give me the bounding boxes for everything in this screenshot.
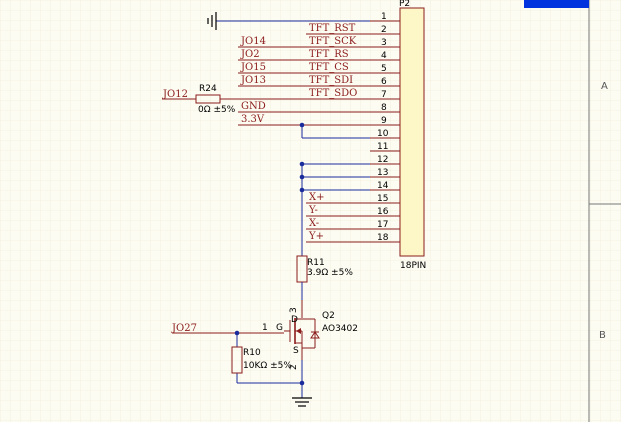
resistor-designator: R10 bbox=[243, 348, 261, 358]
pin-label-drain: D bbox=[291, 315, 298, 325]
net-label: TFT_RS bbox=[309, 49, 349, 60]
mosfet-arrow bbox=[296, 328, 301, 334]
net-label: JO12 bbox=[162, 89, 188, 100]
net-label: Y+ bbox=[308, 231, 324, 242]
connector-p2[interactable]: P2 18PIN bbox=[399, 0, 426, 271]
pin-numbers: 1 2 3 4 5 6 7 8 9 10 11 12 13 14 15 16 1… bbox=[377, 12, 389, 243]
pin-number: 18 bbox=[377, 233, 389, 243]
net-label: TFT_RST bbox=[309, 23, 356, 34]
net-label: TFT_CS bbox=[309, 62, 349, 73]
connector-type-label: 18PIN bbox=[400, 261, 426, 271]
pin-number: 17 bbox=[377, 220, 388, 230]
pin-number: 2 bbox=[381, 25, 387, 35]
resistor-body bbox=[231, 346, 243, 374]
net-label: X- bbox=[309, 218, 319, 229]
pin-number: 14 bbox=[377, 181, 389, 191]
pin-number: 1 bbox=[381, 12, 387, 22]
resistor-value: 0Ω ±5% bbox=[198, 105, 236, 115]
sheet-border: A B bbox=[524, 0, 621, 422]
signal-wires bbox=[238, 33, 370, 243]
supply-bus bbox=[299, 122, 370, 256]
mosfet-q2[interactable]: D S G 1 3 2 Q2 AO3402 bbox=[262, 300, 358, 370]
net-label: JO15 bbox=[240, 62, 266, 73]
net-label: JO14 bbox=[240, 36, 266, 47]
net-label: JO27 bbox=[171, 323, 197, 334]
mosfet-part-number: AO3402 bbox=[322, 324, 358, 334]
pin-number: 2 bbox=[289, 364, 299, 370]
connector-body bbox=[399, 7, 425, 257]
pin-number: 1 bbox=[262, 323, 268, 333]
junction-dot bbox=[299, 174, 305, 180]
zone-label-b: B bbox=[599, 330, 606, 341]
pin-number: 15 bbox=[377, 194, 388, 204]
resistor-r10[interactable]: R10 10KΩ ±5% bbox=[231, 346, 292, 374]
resistor-value: 3.9Ω ±5% bbox=[307, 268, 353, 278]
net-label: TFT_SCK bbox=[309, 36, 357, 47]
resistor-r24[interactable]: JO12 R24 0Ω ±5% bbox=[162, 84, 306, 115]
pin-number: 13 bbox=[377, 168, 388, 178]
pin-number: 12 bbox=[377, 155, 388, 165]
net-labels: TFT_RST TFT_SCK TFT_RS TFT_CS TFT_SDI TF… bbox=[240, 23, 357, 242]
connector-designator: P2 bbox=[399, 0, 410, 9]
net-label: 3.3V bbox=[241, 114, 265, 125]
net-label: TFT_SDO bbox=[309, 88, 357, 99]
pin-number: 5 bbox=[381, 64, 387, 74]
resistor-designator: R24 bbox=[199, 84, 217, 94]
net-label: Y- bbox=[308, 205, 318, 216]
junction-dot bbox=[299, 161, 305, 167]
pin-number: 8 bbox=[381, 103, 387, 113]
zone-label-a: A bbox=[601, 81, 608, 92]
selection-highlight bbox=[524, 0, 589, 8]
connector-pins bbox=[370, 20, 400, 243]
pin-number: 3 bbox=[289, 307, 299, 313]
resistor-value: 10KΩ ±5% bbox=[243, 361, 292, 371]
pin-number: 3 bbox=[381, 38, 387, 48]
pin-label-source: S bbox=[293, 346, 299, 356]
net-label: TFT_SDI bbox=[309, 75, 353, 86]
pin-label-gate: G bbox=[276, 323, 283, 333]
gate-network: JO27 bbox=[171, 323, 305, 398]
pin-number: 6 bbox=[381, 77, 387, 87]
net-label: JO2 bbox=[240, 49, 260, 60]
ground-symbol-top bbox=[207, 12, 370, 30]
pin-number: 7 bbox=[381, 90, 387, 100]
pin-number: 10 bbox=[377, 129, 389, 139]
resistor-designator: R11 bbox=[307, 258, 325, 268]
body-diode bbox=[310, 331, 320, 339]
pin-number: 9 bbox=[381, 116, 387, 126]
net-label: GND bbox=[241, 101, 266, 112]
pin-number: 4 bbox=[381, 51, 387, 61]
mosfet-designator: Q2 bbox=[322, 311, 335, 321]
pin-number: 16 bbox=[377, 207, 389, 217]
net-label: JO13 bbox=[240, 75, 266, 86]
ground-symbol-bottom bbox=[292, 397, 312, 407]
net-label: X+ bbox=[309, 192, 325, 203]
junction-dot bbox=[299, 380, 305, 386]
junction-dot bbox=[299, 122, 305, 128]
resistor-r11[interactable]: R11 3.9Ω ±5% bbox=[296, 255, 353, 300]
pin-number: 11 bbox=[377, 142, 388, 152]
junction-dot bbox=[299, 187, 305, 193]
